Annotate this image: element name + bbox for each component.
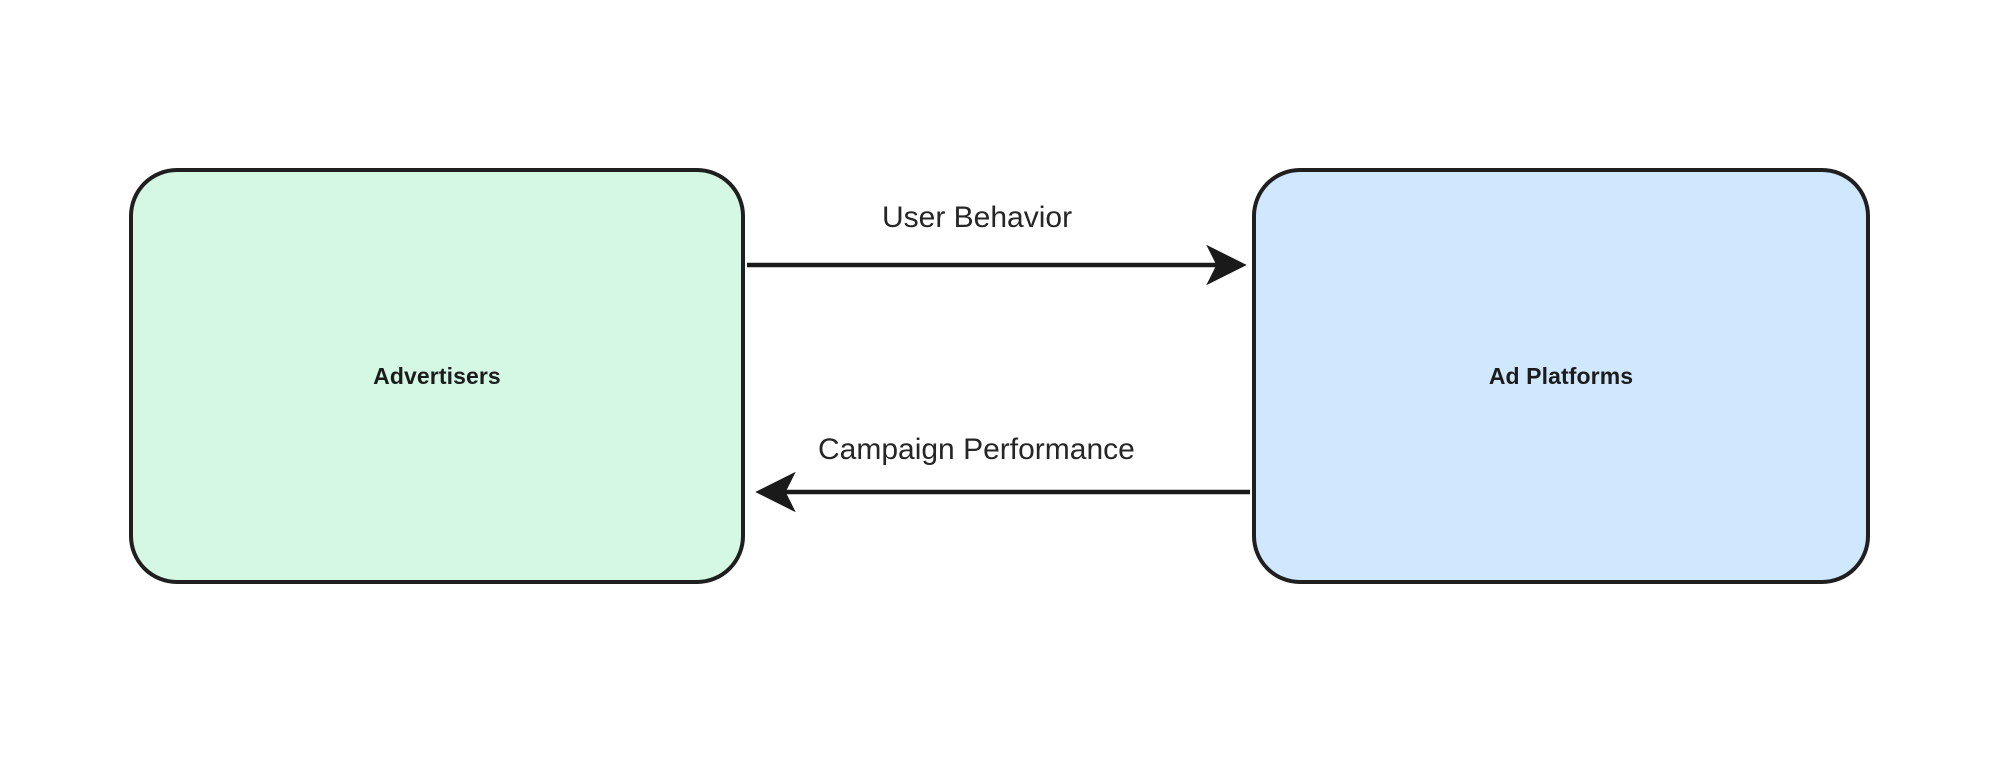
node-ad-platforms-label: Ad Platforms bbox=[1488, 362, 1634, 389]
node-advertisers-label: Advertisers bbox=[373, 362, 501, 389]
edge-label-user-behavior: User Behavior bbox=[876, 201, 1079, 234]
edge-label-campaign-performance: Campaign Performance bbox=[812, 433, 1141, 466]
node-ad-platforms[interactable]: Ad Platforms bbox=[1252, 168, 1870, 584]
node-advertisers[interactable]: Advertisers bbox=[129, 168, 745, 584]
